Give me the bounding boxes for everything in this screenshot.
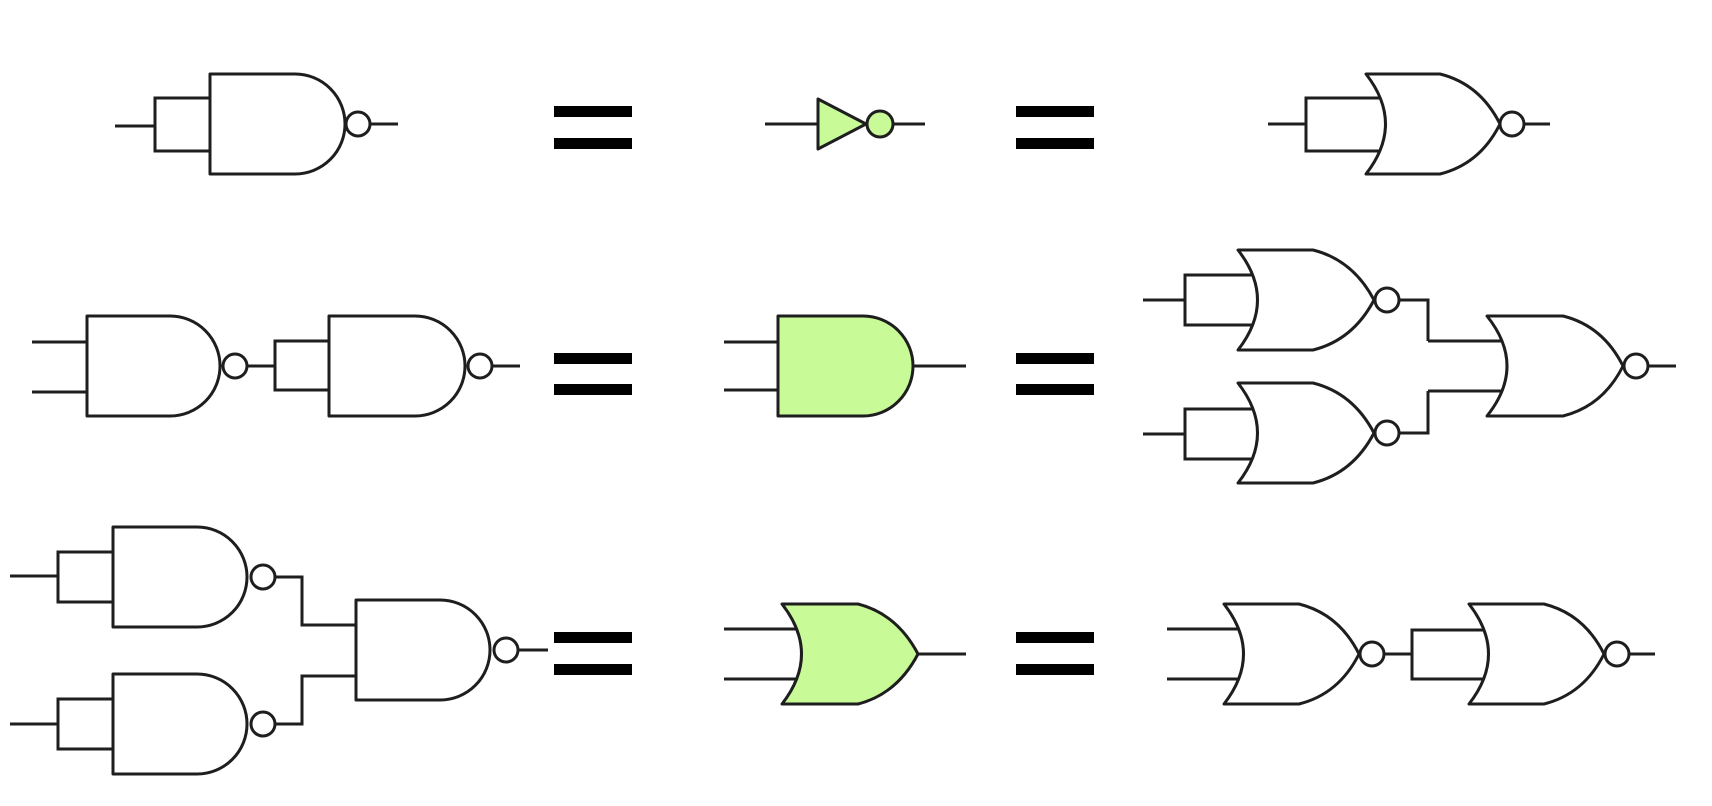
nor-gate [1167, 602, 1412, 706]
equals-sign [1016, 106, 1094, 149]
nor-gate-tied-inputs [1143, 248, 1430, 352]
equals-sign [554, 632, 632, 675]
equals-sign [1016, 632, 1094, 675]
nand-gate-tied-inputs [10, 672, 356, 776]
row-not [115, 72, 1550, 176]
equals-sign [554, 106, 632, 149]
nor-gate-tied-inputs [1143, 381, 1430, 485]
equals-sign [554, 353, 632, 395]
row-and [32, 248, 1676, 485]
equals-sign [1016, 353, 1094, 395]
nor-gate-tied-inputs [1410, 602, 1655, 706]
nand-gate-tied-inputs [273, 314, 520, 418]
or-gate [724, 602, 966, 706]
and-gate [724, 314, 966, 418]
nand-gate [354, 598, 548, 702]
nor-gate [1428, 314, 1676, 418]
nand-gate [32, 314, 275, 418]
row-or [10, 525, 1655, 776]
not-gate [765, 97, 925, 151]
nand-gate-tied-inputs [115, 72, 398, 176]
nor-gate-tied-inputs [1268, 72, 1550, 176]
nand-gate-tied-inputs [10, 525, 356, 629]
